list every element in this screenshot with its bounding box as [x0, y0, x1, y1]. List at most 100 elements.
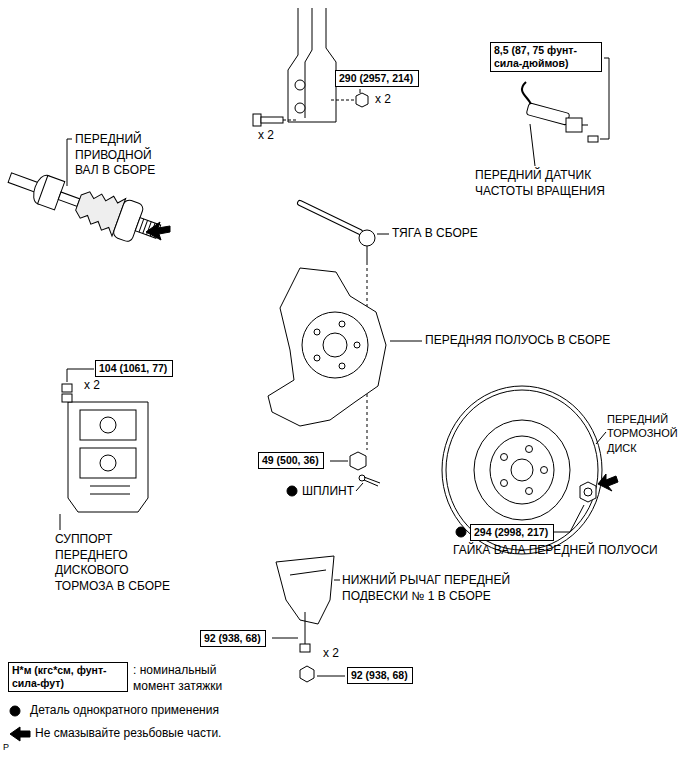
strut-bracket: [288, 8, 336, 122]
tie-rod: [367, 246, 368, 262]
brake-disc: [501, 454, 508, 461]
leader-line: [356, 483, 363, 491]
speed-sensor: [588, 136, 598, 142]
caliper: [90, 486, 130, 494]
knuckle: [302, 312, 368, 378]
quantity-mark: x 2: [375, 92, 391, 108]
part-name: ПЕРЕДНИЙ ПРИВОДНОЙ ВАЛ В СБОРЕ: [75, 132, 175, 179]
bolt: [305, 612, 306, 644]
caliper: [80, 410, 136, 440]
part-name: ТЯГА В СБОРЕ: [392, 226, 478, 242]
cotter-pin: [359, 475, 365, 481]
torque-box: 92 (938, 68): [347, 667, 413, 684]
torque-value: 92 (938, 68): [204, 632, 261, 644]
torque-value: 290 (2957, 214): [339, 72, 413, 84]
caliper: [68, 402, 148, 512]
no-grease-arrow: [10, 727, 30, 741]
one-time-use-mark: [287, 486, 297, 496]
knuckle: [268, 268, 386, 426]
leader-line: [390, 341, 422, 342]
bolt: [253, 114, 261, 126]
torque-value: 104 (1061, 77): [99, 362, 167, 374]
torque-box: 290 (2957, 214): [335, 70, 419, 87]
part-name: ПЕРЕДНИЙ ДАТЧИК ЧАСТОТЫ ВРАЩЕНИЯ: [475, 168, 625, 199]
no-grease-arrow: [598, 474, 618, 491]
nut: [300, 666, 314, 682]
torque-box: 49 (500, 36): [258, 452, 324, 469]
strut-bracket: [295, 80, 305, 90]
torque-value: 294 (2998, 217): [474, 526, 548, 538]
lower-arm: [290, 570, 326, 575]
castle-nut: [350, 452, 366, 470]
part-name: СУППОРТ ПЕРЕДНЕГО ДИСКОВОГО ТОРМОЗА В СБ…: [55, 532, 180, 594]
torque-box: 104 (1061, 77): [95, 360, 173, 377]
quantity-mark: x 2: [84, 378, 100, 394]
bolt: [62, 394, 72, 402]
hub-nut: [580, 482, 596, 502]
tie-rod: [300, 203, 360, 232]
one-time-use-mark: [456, 527, 466, 537]
torque-value: 8,5 (87, 75 фунт-сила-дюймов): [494, 44, 577, 69]
torque-box: 92 (938, 68): [200, 630, 266, 647]
legend-key-box: Н*м (кгс*см, фунт-сила-фут): [8, 662, 128, 692]
nut: [330, 100, 354, 101]
hub-nut: [584, 488, 592, 496]
strut-bracket: [288, 8, 336, 122]
brake-disc: [442, 386, 602, 554]
no-grease-arrow: [146, 222, 170, 240]
brake-disc: [511, 459, 533, 481]
bolt: [253, 114, 296, 126]
caliper: [100, 417, 116, 433]
speed-sensor: [526, 103, 570, 125]
legend-text: Не смазывайте резьбовые части.: [35, 726, 221, 742]
caliper: [68, 402, 148, 512]
tie-rod: [359, 230, 375, 246]
part-name: НИЖНИЙ РЫЧАГ ПЕРЕДНЕЙ ПОДВЕСКИ № 1 В СБО…: [342, 573, 542, 604]
legend-text: Деталь однократного применения: [30, 703, 219, 719]
castle-nut: [350, 452, 366, 470]
nut: [300, 666, 314, 682]
leader-line: [334, 580, 340, 581]
leader-line: [377, 234, 389, 235]
knuckle: [314, 355, 320, 361]
leader-line: [67, 139, 72, 186]
leader-line: [596, 432, 606, 444]
brake-disc: [490, 436, 554, 504]
brake-disc: [446, 390, 598, 550]
leader-line: [360, 89, 361, 93]
torque-value: 49 (500, 36): [262, 454, 319, 466]
bolt: [300, 644, 310, 652]
quantity-mark: x 2: [258, 128, 274, 144]
bolt: [62, 384, 72, 392]
leader-line: [330, 461, 348, 462]
bolt: [62, 384, 72, 402]
strut-bracket: [305, 8, 312, 118]
hub-nut: [580, 482, 596, 502]
caliper: [100, 455, 116, 471]
knuckle: [354, 342, 360, 348]
leader-line: [554, 505, 584, 532]
page-mark: P: [3, 742, 9, 754]
drive-shaft: [58, 192, 80, 206]
knuckle: [314, 329, 320, 335]
bolt: [283, 120, 296, 121]
part-name: ПЕРЕДНИЙ ТОРМОЗНОЙ ДИСК: [607, 412, 687, 455]
cotter-pin: [364, 477, 380, 486]
strut-bracket: [295, 103, 305, 113]
torque-box: 294 (2998, 217): [470, 524, 554, 541]
nut: [356, 93, 368, 107]
brake-disc: [474, 420, 570, 520]
knuckle: [323, 333, 347, 357]
bolt: [300, 612, 310, 652]
part-name: ГАЙКА ВАЛА ПЕРЕДНЕЙ ПОЛУОСИ: [453, 543, 658, 559]
speed-sensor: [582, 125, 588, 126]
knuckle: [268, 268, 386, 426]
one-time-use-mark: [10, 706, 20, 716]
caliper: [80, 448, 136, 478]
leader-line: [60, 514, 61, 530]
torque-box: 8,5 (87, 75 фунт-сила-дюймов): [490, 42, 602, 72]
legend-text: : номинальный момент затяжки: [133, 663, 248, 694]
knuckle: [339, 321, 345, 327]
